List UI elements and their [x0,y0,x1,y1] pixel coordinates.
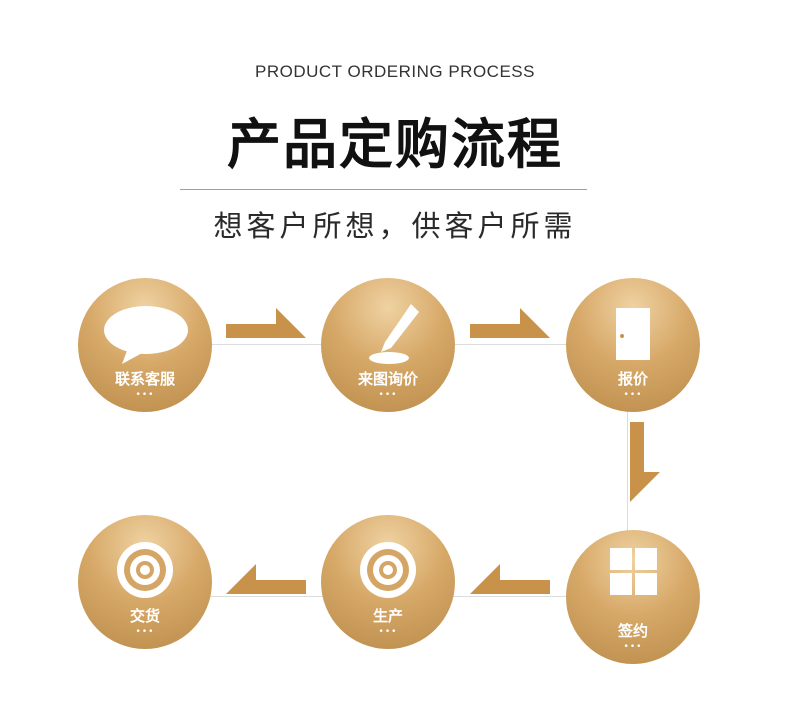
step-production: 生产 ••• [321,515,455,649]
speech-bubble-icon [104,306,188,364]
step-label: 报价 [617,370,648,388]
pen-writing-icon [369,304,419,364]
slogan: 想客户所想，供客户所需 [213,209,577,243]
step-quotation: 报价 ••• [566,278,700,412]
step-dots: ••• [135,627,155,637]
step-label: 生产 [372,607,403,625]
arrow-left-icon [226,564,306,594]
step-label: 签约 [617,622,648,640]
step-dots: ••• [378,390,398,400]
step-send-drawing-inquiry: 来图询价 ••• [321,278,455,412]
step-dots: ••• [378,627,398,637]
step-dots: ••• [623,642,643,652]
arrow-right-icon [226,308,306,338]
step-dots: ••• [135,390,155,400]
title-divider [180,189,587,190]
step-label: 来图询价 [357,370,418,388]
step-label: 交货 [129,607,160,625]
door-icon [616,308,650,360]
page-title: 产品定购流程 [227,113,563,176]
connector-line-right [627,410,628,542]
arrow-right-icon [470,308,550,338]
arrow-down-icon [630,422,660,502]
window-grid-icon [610,548,657,595]
step-delivery: 交货 ••• [78,515,212,649]
arrow-left-icon [470,564,550,594]
step-contact-service: 联系客服 ••• [78,278,212,412]
target-icon [360,542,416,598]
step-dots: ••• [623,390,643,400]
subtitle-english: PRODUCT ORDERING PROCESS [255,62,535,81]
step-label: 联系客服 [114,370,175,388]
step-sign-contract: 签约 ••• [566,530,700,664]
target-icon [117,542,173,598]
